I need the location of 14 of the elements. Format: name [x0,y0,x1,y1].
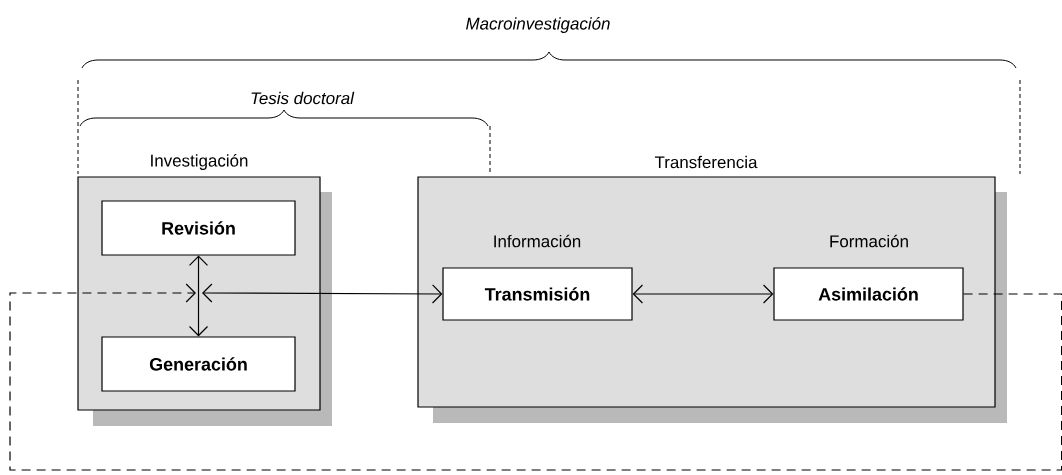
process-box: Transmisión [442,267,633,321]
box-heading: Formación [830,234,908,248]
box-heading: Información [494,234,581,248]
arrow [632,284,774,304]
arrow [9,283,1062,471]
bracket-label: Tesis doctoral [251,91,355,105]
process-box: Generación [101,336,296,392]
arrow [188,255,209,337]
arrow [202,283,443,304]
process-box: Asimilación [773,267,964,321]
group-heading: Investigación [151,154,248,170]
process-box: Revisión [101,200,296,256]
bracket-label: Macroinvestigación [466,17,610,33]
group-heading: Transferencia [654,155,758,169]
